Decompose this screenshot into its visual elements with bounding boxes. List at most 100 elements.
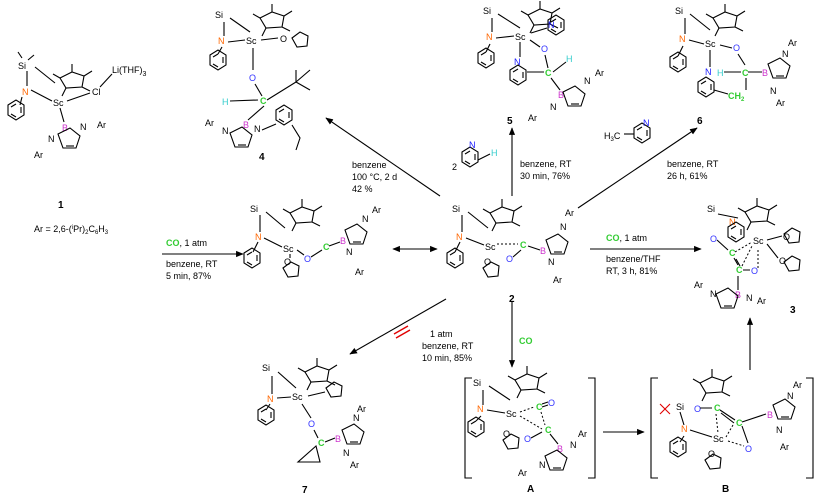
b-atom: B	[335, 434, 341, 444]
compound-label-7: 7	[302, 485, 308, 496]
compound-label-B: B	[722, 484, 729, 495]
n-atom: N	[222, 126, 229, 136]
n-atom: N	[770, 86, 777, 96]
c-atom: C	[545, 68, 552, 78]
o-atom: O	[280, 34, 287, 44]
n-atom: N	[456, 232, 463, 242]
o-atom: O	[506, 254, 513, 264]
ar-group: Ar	[757, 296, 766, 306]
ar-group: Ar	[518, 468, 527, 478]
n-atom: N	[643, 118, 650, 128]
b-atom: B	[340, 236, 346, 246]
sc-atom: Sc	[485, 242, 496, 252]
condition-r1-line2: benzene, RT	[166, 259, 218, 269]
si-atom: Si	[707, 204, 715, 214]
n-atom: N	[80, 122, 87, 132]
condition-r6-line2: 26 h, 61%	[667, 171, 708, 181]
o-atom: O	[548, 398, 555, 408]
compound-2-resonance-structure: Si N Sc O O C B N Ar N Ar	[243, 198, 381, 278]
ar-group: Ar	[97, 120, 106, 130]
si-atom: Si	[250, 204, 258, 214]
condition-r7-line3: 10 min, 85%	[422, 353, 472, 363]
bracket-right-B	[806, 377, 814, 479]
ar-group: Ar	[205, 118, 214, 128]
compound-2-structure: Si N Sc O O C B N Ar N Ar 2	[446, 198, 574, 305]
ar-group: Ar	[528, 113, 537, 123]
n-atom: N	[539, 460, 546, 470]
n-atom: N	[255, 232, 262, 242]
picoline-methyl: H3C	[604, 131, 621, 143]
ar-group: Ar	[694, 280, 703, 290]
sc-atom: Sc	[246, 36, 257, 46]
condition-r4-line3: 42 %	[352, 184, 373, 194]
o-atom: O	[524, 434, 531, 444]
n-atom: N	[548, 20, 555, 30]
ar-definition: Ar = 2,6-(iPr)2C6H3	[34, 224, 109, 236]
n-atom: N	[548, 257, 555, 267]
si-atom: Si	[675, 6, 683, 16]
condition-r4-line2: 100 °C, 2 d	[352, 172, 397, 182]
compound-label-A: A	[527, 484, 534, 495]
ar-group: Ar	[34, 150, 43, 160]
condition-r3-line3: RT, 3 h, 81%	[606, 266, 657, 276]
n-atom: N	[48, 134, 55, 144]
n-atom: N	[679, 34, 686, 44]
sc-atom: Sc	[713, 434, 724, 444]
o-atom: O	[779, 256, 786, 266]
ch2-group: CH2	[728, 91, 745, 103]
compound-label-2: 2	[509, 294, 515, 305]
ar-group: Ar	[553, 275, 562, 285]
b-atom: B	[767, 410, 773, 420]
sc-atom: Sc	[753, 236, 764, 246]
si-atom: Si	[452, 204, 460, 214]
n-atom: N	[486, 32, 493, 42]
ar-group: Ar	[776, 98, 785, 108]
b-atom: B	[243, 120, 249, 130]
compound-7-structure: Si N Sc O C B N Ar N Ar 7	[257, 357, 366, 496]
n-atom: N	[477, 404, 484, 414]
c-atom: C	[736, 418, 743, 428]
ar-group: Ar	[578, 429, 587, 439]
b-atom: B	[557, 444, 563, 454]
picoline-reagent: H3C N	[604, 118, 651, 144]
o-atom: O	[751, 266, 758, 276]
o-atom: O	[783, 232, 790, 242]
condition-r5-h: H	[491, 148, 498, 158]
si-atom: Si	[483, 6, 491, 16]
n-atom: N	[353, 413, 360, 423]
n-atom: N	[787, 391, 794, 401]
ar-group: Ar	[788, 38, 797, 48]
n-atom: N	[776, 425, 783, 435]
sc-atom: Sc	[292, 392, 303, 402]
condition-rA-reagent: CO	[519, 336, 533, 346]
c-atom: C	[545, 425, 552, 435]
n-atom: N	[746, 293, 753, 303]
si-atom: Si	[215, 10, 223, 20]
condition-r5-line1: benzene, RT	[520, 159, 572, 169]
n-atom: N	[362, 214, 369, 224]
ar-group: Ar	[595, 68, 604, 78]
n-atom: N	[782, 49, 789, 59]
si-atom: Si	[676, 402, 684, 412]
arrow-2-to-6	[577, 127, 698, 209]
c-atom: C	[714, 403, 721, 413]
sc-atom: Sc	[283, 244, 294, 254]
compound-label-3: 3	[790, 305, 796, 316]
ar-group: Ar	[793, 380, 802, 390]
compound-4-structure: Si N Sc O O H C B N Ar N 4	[205, 3, 311, 163]
intermediate-B-structure: Si O N Sc O C C O B N Ar N Ar	[659, 368, 802, 470]
c-atom: C	[318, 438, 325, 448]
o-atom: O	[694, 404, 701, 414]
carbene-c-atom: C	[520, 240, 527, 250]
condition-r3-line2: benzene/THF	[606, 254, 661, 264]
o-atom: O	[733, 43, 740, 53]
intermediate-A-structure: Si N Sc O O C O C B N Ar N Ar	[467, 365, 587, 478]
o-atom: O	[304, 254, 311, 264]
b-atom: B	[762, 68, 768, 78]
compound-label-5: 5	[507, 116, 513, 127]
c-atom: C	[736, 265, 743, 275]
b-atom: B	[62, 123, 68, 133]
sc-atom: Sc	[515, 32, 526, 42]
n-atom: N	[729, 217, 736, 227]
